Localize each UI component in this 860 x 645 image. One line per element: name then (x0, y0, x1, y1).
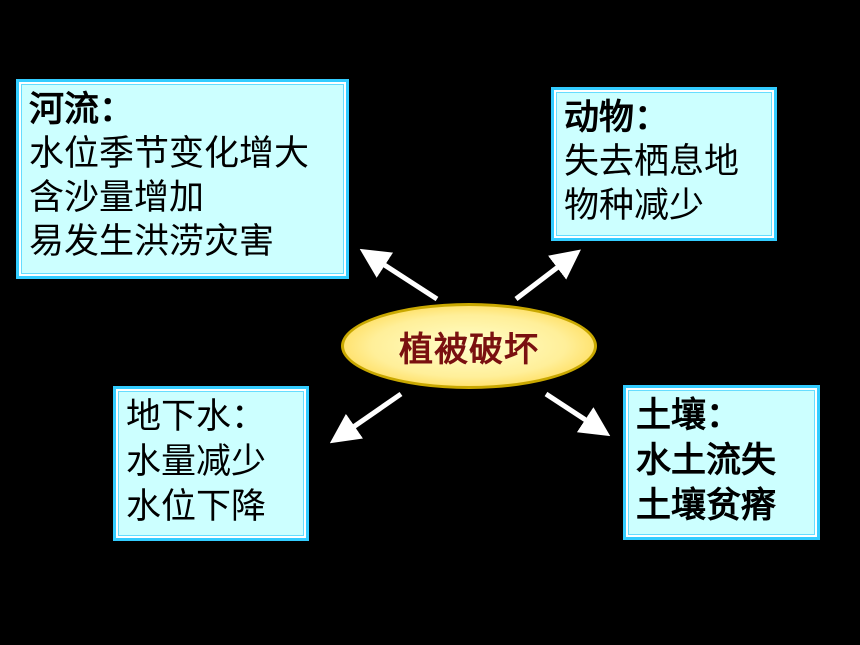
river-box: 河流： 水位季节变化增大 含沙量增加 易发生洪涝灾害 (16, 79, 349, 279)
animal-heading: 动物： (564, 98, 670, 138)
river-line-1: 水位季节变化增大 (29, 134, 310, 174)
center-node: 植被破坏 (341, 303, 597, 389)
animal-box: 动物： 失去栖息地 物种减少 (551, 87, 777, 241)
river-line-3: 易发生洪涝灾害 (29, 222, 275, 262)
soil-line-1: 水土流失 (636, 441, 777, 481)
arrow-to-animal (514, 249, 581, 301)
soil-box: 土壤： 水土流失 土壤贫瘠 (623, 385, 820, 540)
groundwater-line-1: 水量减少 (126, 442, 267, 482)
soil-line-2: 土壤贫瘠 (636, 486, 777, 526)
groundwater-heading: 地下水： (126, 397, 267, 437)
river-heading: 河流： (29, 90, 135, 130)
arrow-to-groundwater (329, 391, 403, 444)
animal-line-2: 物种减少 (564, 186, 705, 226)
soil-heading: 土壤： (636, 396, 742, 436)
river-line-2: 含沙量增加 (29, 178, 205, 218)
groundwater-box: 地下水： 水量减少 水位下降 (113, 386, 309, 541)
arrow-to-river (359, 248, 439, 302)
groundwater-line-2: 水位下降 (126, 487, 267, 527)
center-label: 植被破坏 (399, 329, 539, 370)
animal-line-1: 失去栖息地 (564, 142, 740, 182)
arrow-to-soil (544, 391, 611, 437)
